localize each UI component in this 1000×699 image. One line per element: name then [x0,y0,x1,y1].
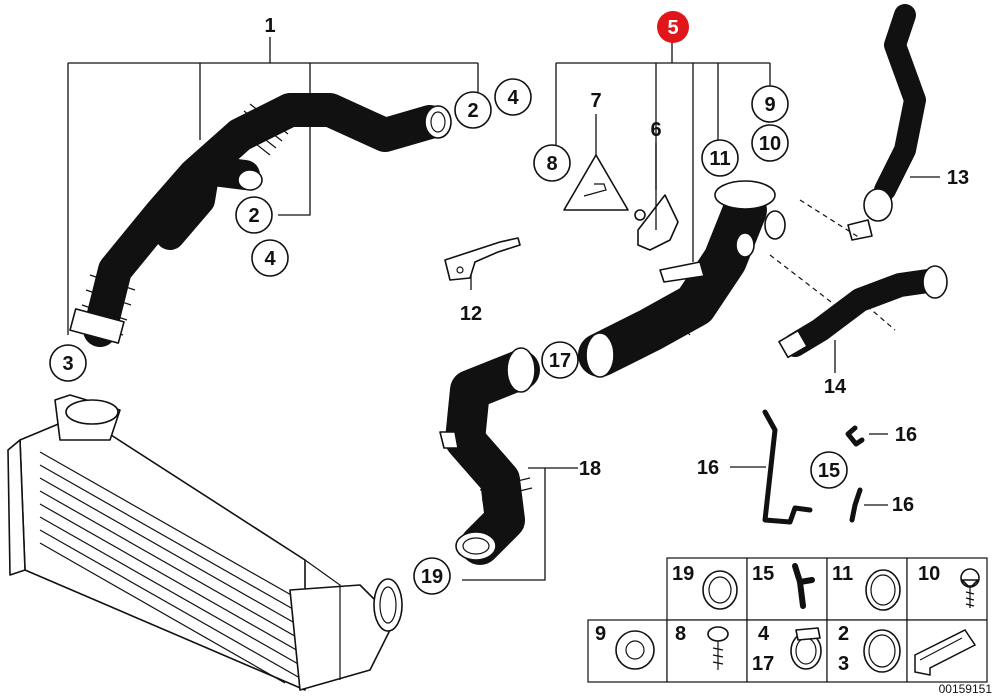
legend-label-19: 19 [672,563,694,585]
legend-label-17: 17 [752,653,774,675]
legend-label-11: 11 [832,563,853,585]
legend-label-2: 2 [838,623,849,645]
charge-air-hose-18-drawing [439,347,540,565]
label-4a: 4 [507,87,519,109]
legend-label-8: 8 [675,623,686,645]
legend-label-15: 15 [752,563,774,585]
label-9: 9 [764,94,775,116]
intercooler-drawing [7,394,403,691]
label-14: 14 [824,376,847,398]
legend-label-4: 4 [758,623,770,645]
part-labels: 1 2 4 2 4 3 5 7 6 8 9 10 11 12 13 14 15 … [49,11,969,595]
callout-11 [701,139,739,177]
label-13: 13 [947,167,969,189]
label-16b: 16 [697,457,719,479]
bracket-12-drawing [444,237,521,281]
label-12: 12 [460,303,482,325]
warning-label-7-drawing [563,154,629,211]
charge-air-pipe-5-drawing [578,180,786,378]
callout-4b [251,239,289,277]
label-17: 17 [549,350,571,372]
legend-grid: 19 15 11 10 9 8 4 17 2 3 [587,557,988,683]
callout-15 [810,451,848,489]
legend-label-3: 3 [838,653,849,675]
leader-lines [67,37,940,581]
sensor-6-drawing [634,194,679,251]
label-15: 15 [818,460,840,482]
label-2a: 2 [467,100,478,122]
hose-16-drawing [762,409,865,525]
callout-19 [413,557,451,595]
hose-13-drawing [847,4,926,241]
callout-5-highlight [657,11,689,43]
label-8: 8 [546,153,557,175]
callout-4a [494,78,532,116]
label-10: 10 [759,133,781,155]
label-2b: 2 [248,205,259,227]
label-11: 11 [709,148,730,170]
label-16a: 16 [895,424,917,446]
label-19: 19 [421,566,443,588]
legend-label-10: 10 [918,563,940,585]
legend-label-9: 9 [595,623,606,645]
label-1: 1 [264,15,275,37]
arrow-icon [914,629,977,676]
label-7: 7 [590,90,601,112]
reference-number: 00159151 [939,682,993,696]
callout-2a [454,91,492,129]
label-5: 5 [667,17,678,39]
callout-9 [751,85,789,123]
charge-air-hose-1-drawing [69,93,452,347]
label-16c: 16 [892,494,914,516]
label-4b: 4 [264,248,276,270]
label-6: 6 [650,119,661,141]
callout-3 [49,344,87,382]
callout-2b [235,196,273,234]
callout-10 [751,124,789,162]
callout-8 [533,144,571,182]
label-3: 3 [62,353,73,375]
hose-14-drawing [778,265,948,359]
callout-17 [541,341,579,379]
label-18: 18 [579,458,601,480]
